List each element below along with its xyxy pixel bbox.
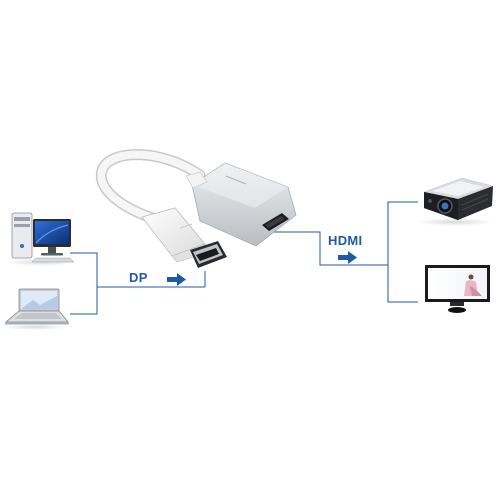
dp-label: DP: [129, 270, 148, 285]
laptop-icon: [3, 288, 69, 330]
tv-monitor-icon: [425, 265, 490, 313]
hdmi-label: HDMI: [328, 233, 363, 248]
desktop-computer-icon: [8, 212, 76, 266]
output-bracket: [270, 201, 418, 303]
dp-arrow-icon: [167, 273, 186, 286]
hdmi-arrow-icon: [338, 251, 357, 264]
displayport-connector-icon: [141, 207, 227, 268]
projector-icon: [417, 178, 493, 226]
hdmi-adapter-icon: [185, 162, 297, 247]
source-bracket: [70, 252, 206, 315]
adapter-cable: [95, 149, 206, 224]
